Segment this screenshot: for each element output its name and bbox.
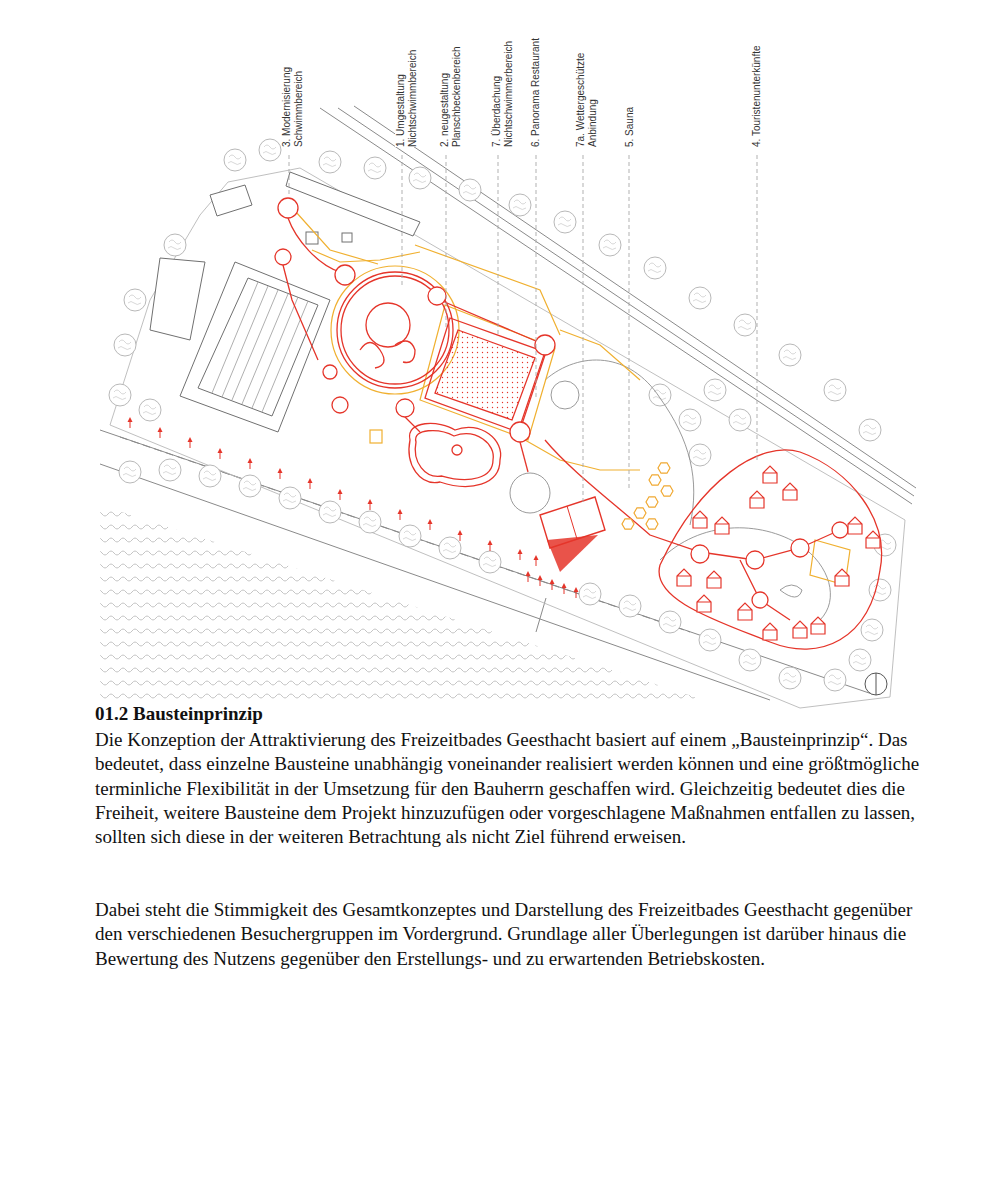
plan-label: 7a. Wettergeschützte Anbindung [575,35,598,147]
north-arrow [865,673,887,695]
plan-label: 2. neugestaltung Planschbeckenbereich [439,37,462,147]
plan-label: 4. Touristenunterkünfte [751,45,763,147]
access-arrows [128,417,579,598]
leader-lines [289,155,757,505]
existing-paths [510,360,830,620]
new-elements-red [283,218,882,649]
restaurant [540,497,605,572]
plan-label: 1. Umgestaltung Nichtschwimmbereich [395,43,418,147]
pool-lanes [212,282,308,412]
section-title: 01.2 Bausteinprinzip [95,702,940,726]
body-paragraph: Dabei steht die Stimmigkeit des Gesamtko… [95,898,943,971]
tourist-huts [677,466,880,640]
plan-label: 6. Panorama Restaurant [530,38,542,147]
body-paragraph: Die Konzeption der Attraktivierung des F… [95,728,943,849]
new-paths-orange [296,212,850,585]
plan-label: 3. Modernisierung Schwimmbereich [281,55,304,147]
path-nodes [275,198,848,608]
site-boundary [110,168,905,708]
plan-label: 7. Überdachung Nichtschwimmerbereich [491,33,514,147]
plan-label: 5. Sauna [624,107,636,147]
road-lines [100,106,916,700]
water-area [100,505,720,705]
trees [109,139,896,691]
existing-buildings [150,172,420,432]
sauna-hexagons [622,463,673,529]
